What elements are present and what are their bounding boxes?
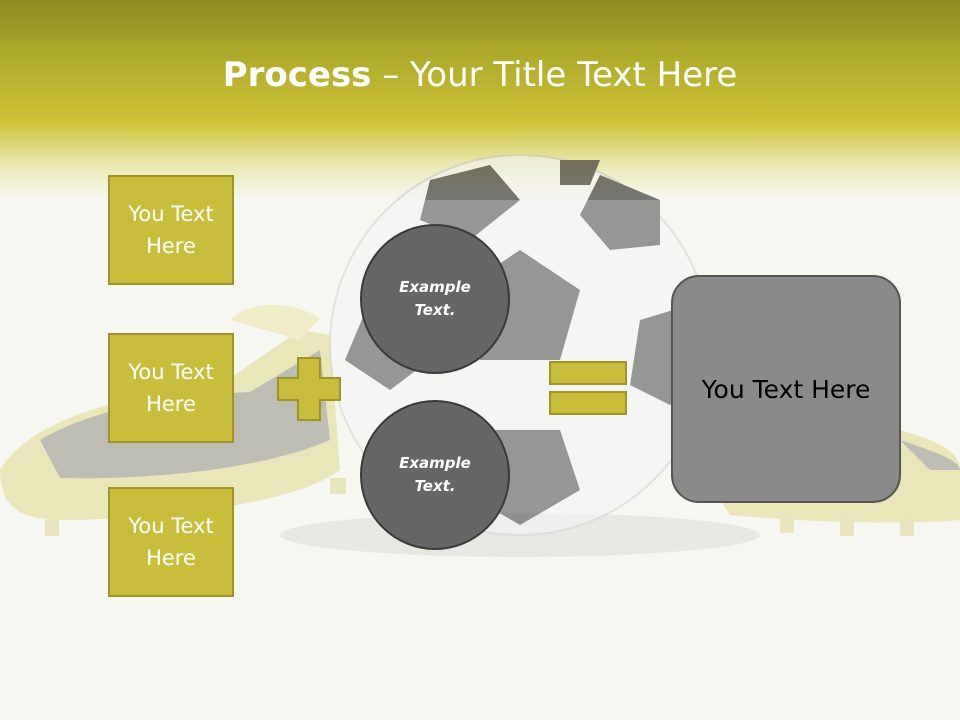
plus-icon — [277, 357, 341, 421]
equals-icon — [549, 361, 627, 415]
title-bold: Process — [222, 55, 372, 95]
result-box: You Text Here — [671, 275, 901, 503]
title-rest: – Your Title Text Here — [371, 55, 738, 95]
example-circle-1: Example Text. — [360, 224, 510, 374]
input-box-2: You Text Here — [108, 333, 234, 443]
input-box-3: You Text Here — [108, 487, 234, 597]
example-circle-2: Example Text. — [360, 400, 510, 550]
input-box-1: You Text Here — [108, 175, 234, 285]
page-title: Process – Your Title Text Here — [0, 52, 960, 98]
